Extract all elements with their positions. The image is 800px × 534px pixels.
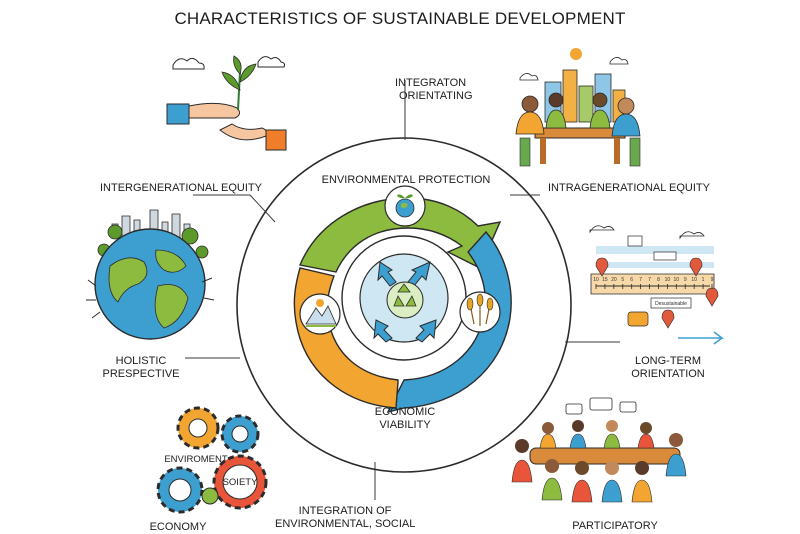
timeline-tick-label: 9 <box>684 277 687 283</box>
timeline-icon <box>589 225 725 345</box>
intergenerational-equity-label: INTERGENERATIONAL EQUITY <box>100 182 262 194</box>
hands-plant-icon <box>166 55 287 151</box>
timeline-tick-label: 7 <box>639 277 642 283</box>
label-line: ENVIRONMENTAL, SOCIAL <box>275 518 416 530</box>
wheat-icon <box>459 291 501 333</box>
gear-economy-label: ECONOMY <box>149 521 207 533</box>
label-line: INTEGRATON <box>395 77 467 89</box>
long-term-orientation-label: LONG-TERM ORIENTATION <box>618 355 718 381</box>
timeline-tick-label: 10 <box>593 277 599 283</box>
timeline-tick-label: 10 <box>674 277 680 283</box>
label-line: ORIENTATING <box>399 90 473 102</box>
gear-society-label: SOIETY <box>222 477 258 488</box>
label-line: LONG-TERM <box>635 355 701 367</box>
timeline-box-label: Desustainable <box>655 301 687 307</box>
timeline-tick-label: 10 <box>691 277 697 283</box>
page-title: CHARACTERISTICS OF SUSTAINABLE DEVELOPME… <box>174 9 626 28</box>
timeline-tick-label: 1 <box>702 277 705 283</box>
timeline-tick-label: 20 <box>611 277 617 283</box>
environmental-protection-label: ENVIRONMENTAL PROTECTION <box>321 174 491 186</box>
participatory-label: PARTICIPATORY <box>572 520 658 532</box>
gear-environment-label: ENVIROMENT <box>164 454 228 465</box>
label-line: PRESPECTIVE <box>102 368 180 380</box>
intragenerational-equity-label: INTRAGENERATIONAL EQUITY <box>548 182 710 194</box>
recycle-icon <box>386 281 424 319</box>
timeline-tick-label: 15 <box>602 277 608 283</box>
landscape-icon <box>299 293 341 335</box>
integration-orientating-label: INTEGRATON ORIENTATING <box>395 77 485 103</box>
earth-city-icon <box>86 209 215 340</box>
inner-arrows-icon <box>373 261 437 343</box>
timeline-box <box>650 297 692 309</box>
timeline-tick-label: 9 <box>711 277 714 283</box>
meeting-people-icon <box>511 397 687 503</box>
gears-icon <box>156 406 268 514</box>
outer-circle <box>236 137 572 473</box>
label-line: ORIENTATION <box>631 368 705 380</box>
timeline-tick-label: 7 <box>648 277 651 283</box>
community-table-icon <box>515 48 641 167</box>
timeline-tick-label: 6 <box>630 277 633 283</box>
timeline-tick-label: 5 <box>621 277 624 283</box>
timeline-tick-label: 8 <box>657 277 660 283</box>
connector-lines <box>185 80 620 500</box>
label-line: HOLISTIC <box>115 355 167 367</box>
environmental-segment <box>299 197 502 273</box>
holistic-perspective-label: HOLISTIC PRESPECTIVE <box>96 355 186 381</box>
timeline-tick-label: 10 <box>665 277 671 283</box>
label-line: ECONOMIC <box>374 406 436 418</box>
label-line: INTEGRATION OF <box>298 505 392 517</box>
globe-plant-icon <box>384 185 426 227</box>
economic-viability-label: ECONOMIC VIABILITY <box>360 406 450 432</box>
label-line: VIABILITY <box>379 419 431 431</box>
integration-of-label: INTEGRATION OF ENVIRONMENTAL, SOCIAL <box>275 505 415 531</box>
